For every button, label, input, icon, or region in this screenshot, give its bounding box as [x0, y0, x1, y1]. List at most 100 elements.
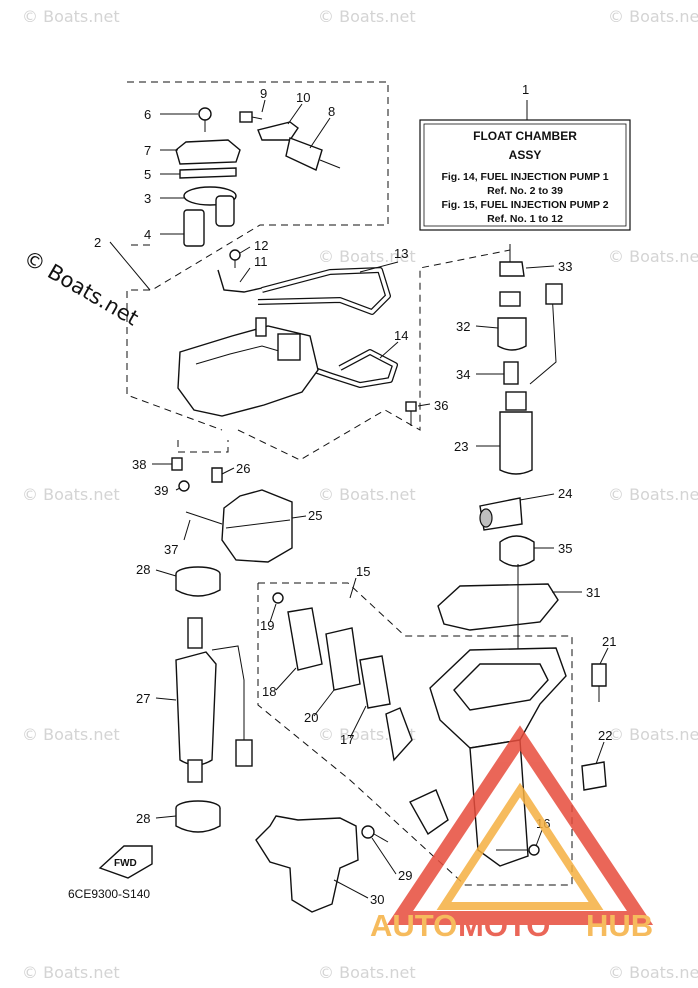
callout-15: 15 [356, 564, 370, 579]
part-38-plug [171, 457, 183, 471]
part-25-float [221, 489, 293, 563]
callout-2: 2 [94, 235, 101, 250]
part-32-filter [497, 291, 527, 351]
callout-20: 20 [304, 710, 318, 725]
watermark: © Boats.net [22, 485, 120, 504]
callout-10: 10 [296, 90, 310, 105]
part-6-screw [198, 107, 212, 132]
part-17-seal [359, 655, 391, 709]
watermark: © Boats.net [22, 7, 120, 26]
callout-32: 32 [456, 319, 470, 334]
callout-36: 36 [434, 398, 448, 413]
watermark: © Boats.net [608, 247, 698, 266]
part-34-spring [503, 361, 519, 385]
upper-right-outline [237, 249, 511, 461]
diagram-code: 6CE9300-S140 [68, 887, 150, 901]
part-16-screw [496, 844, 540, 856]
callouts: 2 3 4 5 6 7 8 9 10 11 12 13 14 15 16 17 … [94, 86, 616, 907]
part-21-bolt [591, 663, 607, 702]
part-9-screw [239, 111, 263, 123]
callout-9: 9 [260, 86, 267, 101]
callout-21: 21 [602, 634, 616, 649]
part-25-seam [225, 519, 291, 529]
watermark: © Boats.net [318, 7, 416, 26]
upper-assembly [171, 107, 417, 492]
callout-38: 38 [132, 457, 146, 472]
callout-31: 31 [586, 585, 600, 600]
fwd-label: FWD [114, 858, 137, 869]
callout-8: 8 [328, 104, 335, 119]
pump-wire [529, 291, 557, 385]
callout-17: 17 [340, 732, 354, 747]
callout-4: 4 [144, 227, 151, 242]
logo-auto: AUTO [370, 908, 457, 943]
part-31-gasket [437, 583, 559, 631]
watermark: © Boats.net [608, 485, 698, 504]
callout-24: 24 [558, 486, 572, 501]
lower-group-outline [258, 582, 573, 886]
callout-25: 25 [308, 508, 322, 523]
housing-bracket [385, 707, 413, 762]
float-chamber-block [277, 333, 301, 361]
callout-19: 19 [260, 618, 274, 633]
part-13-hose-inner [257, 268, 390, 314]
callout-1: 1 [522, 82, 529, 97]
housing-mount [409, 789, 449, 836]
part-30-bracket [255, 815, 359, 913]
part-33-grommet [499, 261, 525, 277]
info-title-2: ASSY [509, 148, 542, 162]
info-title-1: FLOAT CHAMBER [473, 129, 577, 143]
callout-14: 14 [394, 328, 408, 343]
callout-6: 6 [144, 107, 151, 122]
vapor-separator-top [453, 663, 549, 711]
part-39-screw [178, 480, 190, 492]
part-29-bolt [361, 825, 389, 843]
part-37-pin [185, 511, 223, 525]
part-14-hose-inner [299, 350, 397, 387]
leader-lines [109, 99, 609, 899]
part-4-valve [183, 209, 205, 247]
part-10-bracket [257, 121, 299, 141]
part-24-end [479, 508, 493, 528]
part-36-screw [405, 401, 417, 426]
callout-29: 29 [398, 868, 412, 883]
info-line-4: Ref. No. 2 to 39 [487, 185, 563, 197]
part-35-damper [499, 535, 535, 567]
info-box-inner [423, 123, 627, 227]
watermark-layer: © Boats.net © Boats.net © Boats.net © Bo… [22, 7, 698, 982]
callout-33: 33 [558, 259, 572, 274]
lower-assembly [255, 592, 607, 913]
left-column [175, 489, 293, 833]
lower-group-outline-left [257, 583, 466, 886]
part-28-ring-lower [175, 800, 221, 833]
callout-22: 22 [598, 728, 612, 743]
part-7-cover [175, 139, 241, 165]
pump-connector [545, 283, 563, 305]
logo-inner-triangle-icon [436, 782, 604, 910]
part-23-fuel-pump [499, 391, 533, 475]
upper-group-outline [126, 81, 389, 431]
callout-34: 34 [456, 367, 470, 382]
callout-37: 37 [164, 542, 178, 557]
automotohub-logo: AUTO MOTO HUB [370, 725, 653, 943]
callout-18: 18 [262, 684, 276, 699]
callout-28: 28 [136, 811, 150, 826]
watermark: © Boats.net [608, 963, 698, 982]
info-box: 1 FLOAT CHAMBER ASSY Fig. 14, FUEL INJEC… [419, 82, 631, 231]
watermark: © Boats.net [22, 963, 120, 982]
part-28-ring-upper [175, 566, 221, 597]
callout-27: 27 [136, 691, 150, 706]
part-5-gasket [179, 167, 237, 179]
watermark: © Boats.net [608, 7, 698, 26]
part-11-joint [217, 269, 263, 293]
callout-28: 28 [136, 562, 150, 577]
callout-39: 39 [154, 483, 168, 498]
fwd-arrow: FWD [98, 845, 153, 879]
logo-moto: MOTO [458, 908, 550, 943]
info-line-3: Fig. 14, FUEL INJECTION PUMP 1 [441, 171, 608, 183]
bolt-bracket [177, 440, 229, 453]
callout-26: 26 [236, 461, 250, 476]
part-19-screw [272, 592, 284, 604]
part-26-drain [211, 467, 223, 483]
